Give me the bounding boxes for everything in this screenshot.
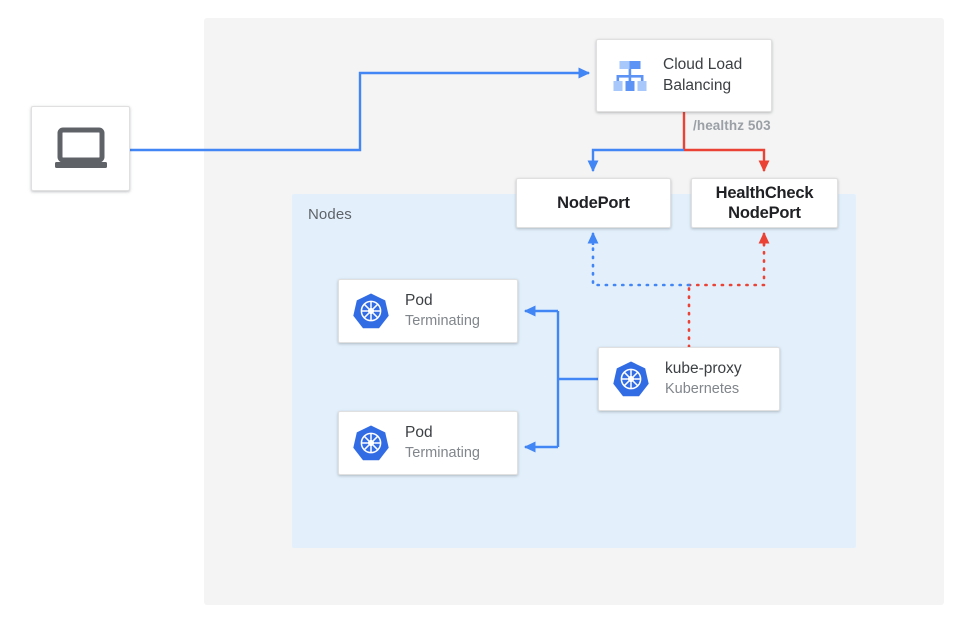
pod-2-text: Pod Terminating <box>405 423 480 463</box>
pod-1-title: Pod <box>405 292 433 310</box>
healthcheck-nodeport-text: HealthCheck NodePort <box>716 183 814 223</box>
pod-2-subtitle: Terminating <box>405 444 480 461</box>
kubernetes-icon <box>351 291 391 331</box>
cloud-load-balancing-title-line-2: Balancing <box>663 76 732 94</box>
kube-proxy-node[interactable]: kube-proxy Kubernetes <box>598 347 780 411</box>
nodes-panel-label: Nodes <box>308 206 352 223</box>
kube-proxy-subtitle: Kubernetes <box>665 380 740 397</box>
healthcheck-nodeport-label-line-1: HealthCheck <box>715 183 814 202</box>
cloud-load-balancing-node[interactable]: Cloud Load Balancing <box>596 39 772 112</box>
pod-node-2[interactable]: Pod Terminating <box>338 411 518 475</box>
cloud-load-balancing-text: Cloud Load Balancing <box>663 55 742 96</box>
laptop-icon <box>53 127 109 171</box>
cloud-load-balancing-title-line-1: Cloud Load <box>663 56 743 74</box>
nodeport-label: NodePort <box>557 193 630 212</box>
pod-node-1[interactable]: Pod Terminating <box>338 279 518 343</box>
pod-1-text: Pod Terminating <box>405 291 480 331</box>
cloud-load-balancing-icon <box>609 55 651 97</box>
kubernetes-icon <box>611 359 651 399</box>
pod-2-title: Pod <box>405 424 433 442</box>
healthcheck-nodeport-node[interactable]: HealthCheck NodePort <box>691 178 838 228</box>
kubernetes-icon <box>351 423 391 463</box>
kube-proxy-title: kube-proxy <box>665 360 742 378</box>
healthz-edge-label: /healthz 503 <box>693 118 771 133</box>
client-node[interactable] <box>31 106 130 191</box>
pod-1-subtitle: Terminating <box>405 312 480 329</box>
nodeport-node[interactable]: NodePort <box>516 178 671 228</box>
kube-proxy-text: kube-proxy Kubernetes <box>665 359 742 399</box>
healthcheck-nodeport-label-line-2: NodePort <box>728 204 801 222</box>
